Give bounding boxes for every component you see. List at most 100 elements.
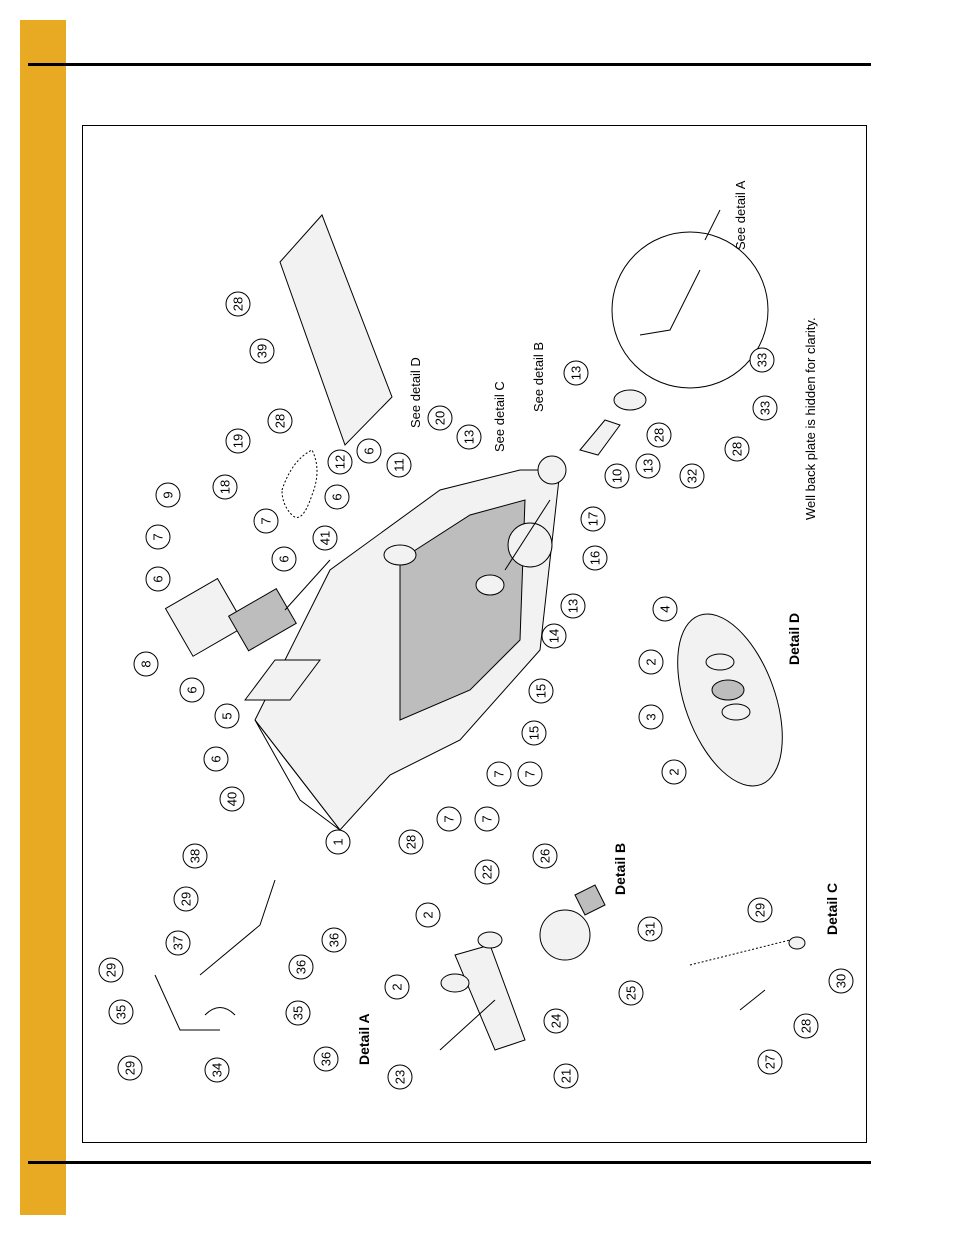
- callout-4: 4: [652, 596, 678, 622]
- callout-circle: [553, 1063, 579, 1089]
- callout-19: 19: [225, 428, 251, 454]
- callout-circle: [637, 916, 663, 942]
- callout-7: 7: [253, 508, 279, 534]
- callout-15: 15: [528, 678, 554, 704]
- detail-c-washer: [788, 936, 806, 950]
- callout-number: 16: [588, 551, 603, 565]
- callout-number: 29: [123, 1061, 138, 1075]
- callout-circle: [288, 954, 314, 980]
- callout-number: 8: [139, 660, 154, 667]
- callout-28: 28: [267, 408, 293, 434]
- callout-circle: [387, 1064, 413, 1090]
- callout-5: 5: [214, 703, 240, 729]
- see-detail-c-note: See detail C: [492, 381, 507, 452]
- callout-number: 11: [392, 458, 407, 472]
- callout-circle: [145, 566, 171, 592]
- drive-shaft: [284, 559, 331, 611]
- callout-number: 41: [318, 531, 333, 545]
- callout-6: 6: [324, 484, 350, 510]
- callout-circle: [638, 704, 664, 730]
- callout-circle: [182, 843, 208, 869]
- callout-7: 7: [436, 806, 462, 832]
- back-plate: [279, 214, 393, 446]
- callout-10: 10: [604, 463, 630, 489]
- callout-number: 7: [442, 815, 457, 822]
- callout-16: 16: [582, 545, 608, 571]
- callout-28: 28: [225, 291, 251, 317]
- callout-circle: [356, 438, 382, 464]
- callout-number: 6: [330, 493, 345, 500]
- callout-number: 40: [225, 792, 240, 806]
- callout-26: 26: [532, 843, 558, 869]
- callout-number: 28: [231, 297, 246, 311]
- detail-b-washer-2: [477, 931, 503, 949]
- callout-39: 39: [249, 338, 275, 364]
- callout-2: 2: [661, 759, 687, 785]
- callout-21: 21: [553, 1063, 579, 1089]
- callout-number: 23: [393, 1070, 408, 1084]
- callout-number: 25: [624, 986, 639, 1000]
- callout-14: 14: [541, 623, 567, 649]
- callout-number: 32: [685, 469, 700, 483]
- callout-number: 29: [104, 963, 119, 977]
- see-detail-d-note: See detail D: [408, 357, 423, 428]
- callout-38: 38: [182, 843, 208, 869]
- callout-number: 28: [404, 835, 419, 849]
- callout-circle: [679, 463, 705, 489]
- callout-circle: [249, 338, 275, 364]
- callout-circle: [398, 829, 424, 855]
- callout-6: 6: [271, 546, 297, 572]
- callout-number: 2: [644, 658, 659, 665]
- callout-circle: [747, 897, 773, 923]
- callout-circle: [117, 1055, 143, 1081]
- callout-circle: [108, 999, 134, 1025]
- callout-7: 7: [486, 761, 512, 787]
- callout-circle: [98, 957, 124, 983]
- callout-36: 36: [321, 927, 347, 953]
- callout-number: 18: [218, 480, 233, 494]
- callout-circle: [219, 786, 245, 812]
- callout-13: 13: [635, 453, 661, 479]
- callout-circle: [253, 508, 279, 534]
- auger-shaft: [504, 499, 551, 571]
- callout-3: 3: [638, 704, 664, 730]
- callout-circle: [638, 649, 664, 675]
- callout-number: 28: [799, 1019, 814, 1033]
- callout-27: 27: [757, 1049, 783, 1075]
- callout-circle: [661, 759, 687, 785]
- callout-9: 9: [155, 482, 181, 508]
- callout-number: 2: [390, 983, 405, 990]
- callout-circle: [517, 761, 543, 787]
- callout-30: 30: [828, 968, 854, 994]
- callout-circle: [541, 623, 567, 649]
- callout-number: 13: [641, 459, 656, 473]
- callout-circle: [203, 746, 229, 772]
- callout-number: 1: [331, 838, 346, 845]
- callout-2: 2: [638, 649, 664, 675]
- callout-29: 29: [173, 886, 199, 912]
- callout-circle: [652, 596, 678, 622]
- callout-number: 15: [534, 684, 549, 698]
- callout-circle: [486, 761, 512, 787]
- callout-circle: [757, 1049, 783, 1075]
- drawing-frame: [82, 125, 867, 1143]
- callout-number: 9: [161, 491, 176, 498]
- bearing-end: [613, 389, 647, 411]
- callout-number: 4: [658, 605, 673, 612]
- callout-circle: [563, 360, 589, 386]
- detail-d-title: Detail D: [786, 613, 802, 665]
- drive-chain: [281, 449, 318, 518]
- callout-number: 38: [188, 849, 203, 863]
- callout-circle: [604, 463, 630, 489]
- callout-circle: [427, 405, 453, 431]
- callout-20: 20: [427, 405, 453, 431]
- callout-circle: [173, 886, 199, 912]
- main-assembly-art: [164, 214, 647, 831]
- callout-circle: [325, 829, 351, 855]
- callout-28: 28: [724, 436, 750, 462]
- detail-a-clamp: [204, 1007, 236, 1016]
- callout-circle: [179, 677, 205, 703]
- callout-28: 28: [398, 829, 424, 855]
- callout-number: 5: [220, 712, 235, 719]
- callout-circle: [543, 1008, 569, 1034]
